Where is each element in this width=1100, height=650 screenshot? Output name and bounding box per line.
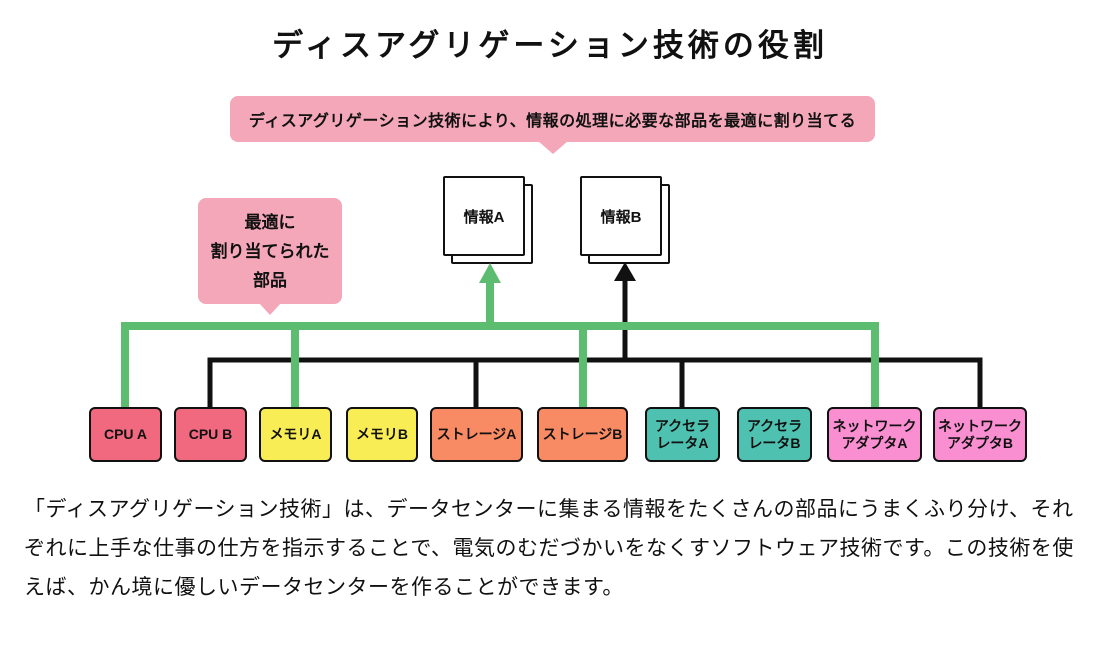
- banner-tail-pointer: [538, 141, 568, 154]
- black-arrowhead: [614, 262, 636, 281]
- component-box-storage-b: ストレージB: [537, 407, 628, 462]
- document-label: 情報A: [463, 208, 505, 226]
- component-box-accelerator-a: アクセラ レータA: [645, 407, 720, 462]
- page-title: ディスアグリゲーション技術の役割: [272, 28, 828, 63]
- component-box-cpu-b: CPU B: [174, 407, 247, 462]
- component-box-network-adapter-b: ネットワーク アダプタB: [933, 407, 1027, 462]
- top-banner-callout: ディスアグリゲーション技術により、情報の処理に必要な部品を最適に割り当てる: [230, 96, 875, 154]
- component-label: ストレージB: [542, 426, 623, 442]
- component-label: メモリB: [355, 426, 409, 442]
- component-box-network-adapter-a: ネットワーク アダプタA: [827, 407, 922, 462]
- top-banner-text: ディスアグリゲーション技術により、情報の処理に必要な部品を最適に割り当てる: [248, 113, 857, 130]
- black-wire-group: [207, 262, 983, 407]
- component-label: CPU B: [188, 426, 233, 442]
- component-label: アダプタA: [841, 434, 908, 451]
- component-label: アダプタB: [946, 434, 1014, 451]
- document-stack-info-a: 情報A: [443, 176, 533, 264]
- component-label: CPU A: [103, 426, 148, 442]
- component-label: アクセラ: [654, 417, 711, 434]
- document-label: 情報B: [600, 208, 642, 226]
- component-label: ネットワーク: [832, 417, 917, 434]
- component-label: メモリA: [269, 426, 322, 442]
- component-label: レータA: [656, 434, 709, 451]
- component-box-cpu-a: CPU A: [89, 407, 162, 462]
- callout-line: 部品: [253, 270, 287, 290]
- callout-line: 割り当てられた: [210, 241, 330, 261]
- callout-line: 最適に: [244, 212, 296, 232]
- green-arrowhead: [479, 263, 501, 283]
- component-box-memory-a: メモリA: [259, 407, 332, 462]
- callout-tail-pointer: [259, 303, 281, 315]
- component-box-memory-b: メモリB: [346, 407, 418, 462]
- allocated-parts-callout: 最適に 割り当てられた 部品: [198, 198, 342, 315]
- green-wire-group: [121, 263, 879, 407]
- description-paragraph: 「ディスアグリゲーション技術」は、データセンターに集まる情報をたくさんの部品にう…: [24, 498, 1074, 599]
- document-front-sheet: 情報B: [580, 176, 662, 256]
- component-box-accelerator-b: アクセラ レータB: [737, 407, 812, 462]
- component-box-storage-a: ストレージA: [430, 407, 523, 462]
- component-label: ネットワーク: [938, 417, 1022, 434]
- document-front-sheet: 情報A: [443, 176, 525, 256]
- component-label: アクセラ: [746, 417, 803, 434]
- document-stack-info-b: 情報B: [580, 176, 670, 264]
- component-label: ストレージA: [436, 426, 517, 442]
- component-label: レータB: [748, 434, 801, 451]
